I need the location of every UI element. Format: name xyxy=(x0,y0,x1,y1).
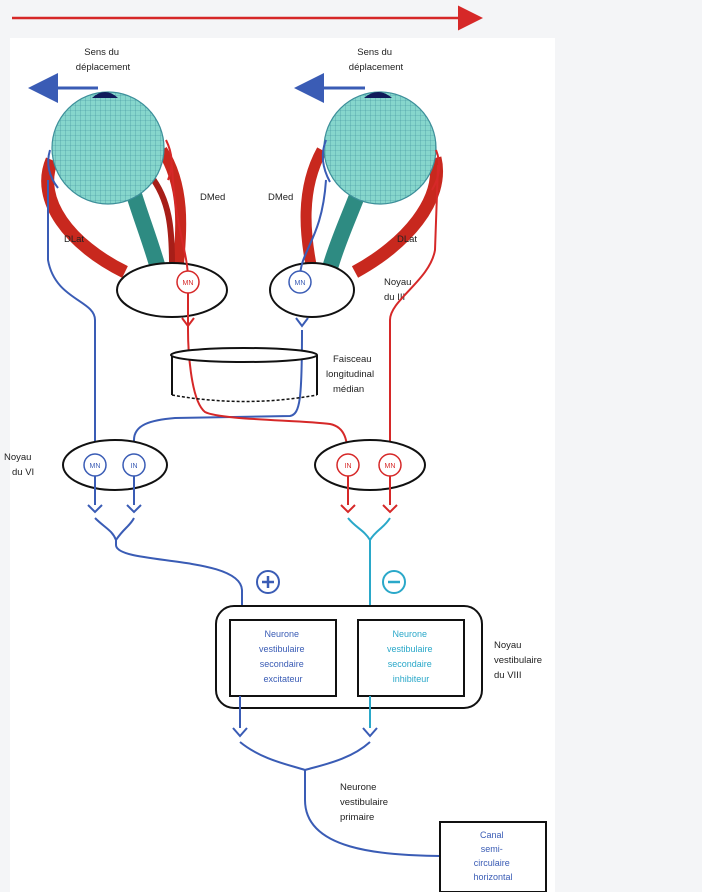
left-iii-nucleus xyxy=(117,263,227,317)
left-iii-mn: MN xyxy=(177,271,199,293)
right-iii-mn: MN xyxy=(289,271,311,293)
right-vi-mn: MN xyxy=(379,454,401,476)
svg-text:IN: IN xyxy=(345,463,352,470)
dlat-label-left: DLat xyxy=(64,234,84,245)
dlat-label-right: DLat xyxy=(397,234,417,245)
left-vi-mn: MN xyxy=(84,454,106,476)
right-vi-in: IN xyxy=(337,454,359,476)
left-vi-nucleus xyxy=(63,440,167,490)
svg-text:MN: MN xyxy=(385,463,396,470)
svg-text:IN: IN xyxy=(131,463,138,470)
left-eyeball xyxy=(52,92,164,204)
right-eyeball xyxy=(324,92,436,204)
dmed-label-left: DMed xyxy=(200,192,225,203)
left-vi-in: IN xyxy=(123,454,145,476)
svg-text:MN: MN xyxy=(295,280,306,287)
right-iii-nucleus xyxy=(270,263,354,317)
dmed-label-right: DMed xyxy=(268,192,293,203)
svg-text:MN: MN xyxy=(90,463,101,470)
right-vi-nucleus xyxy=(315,440,425,490)
svg-text:MN: MN xyxy=(183,280,194,287)
